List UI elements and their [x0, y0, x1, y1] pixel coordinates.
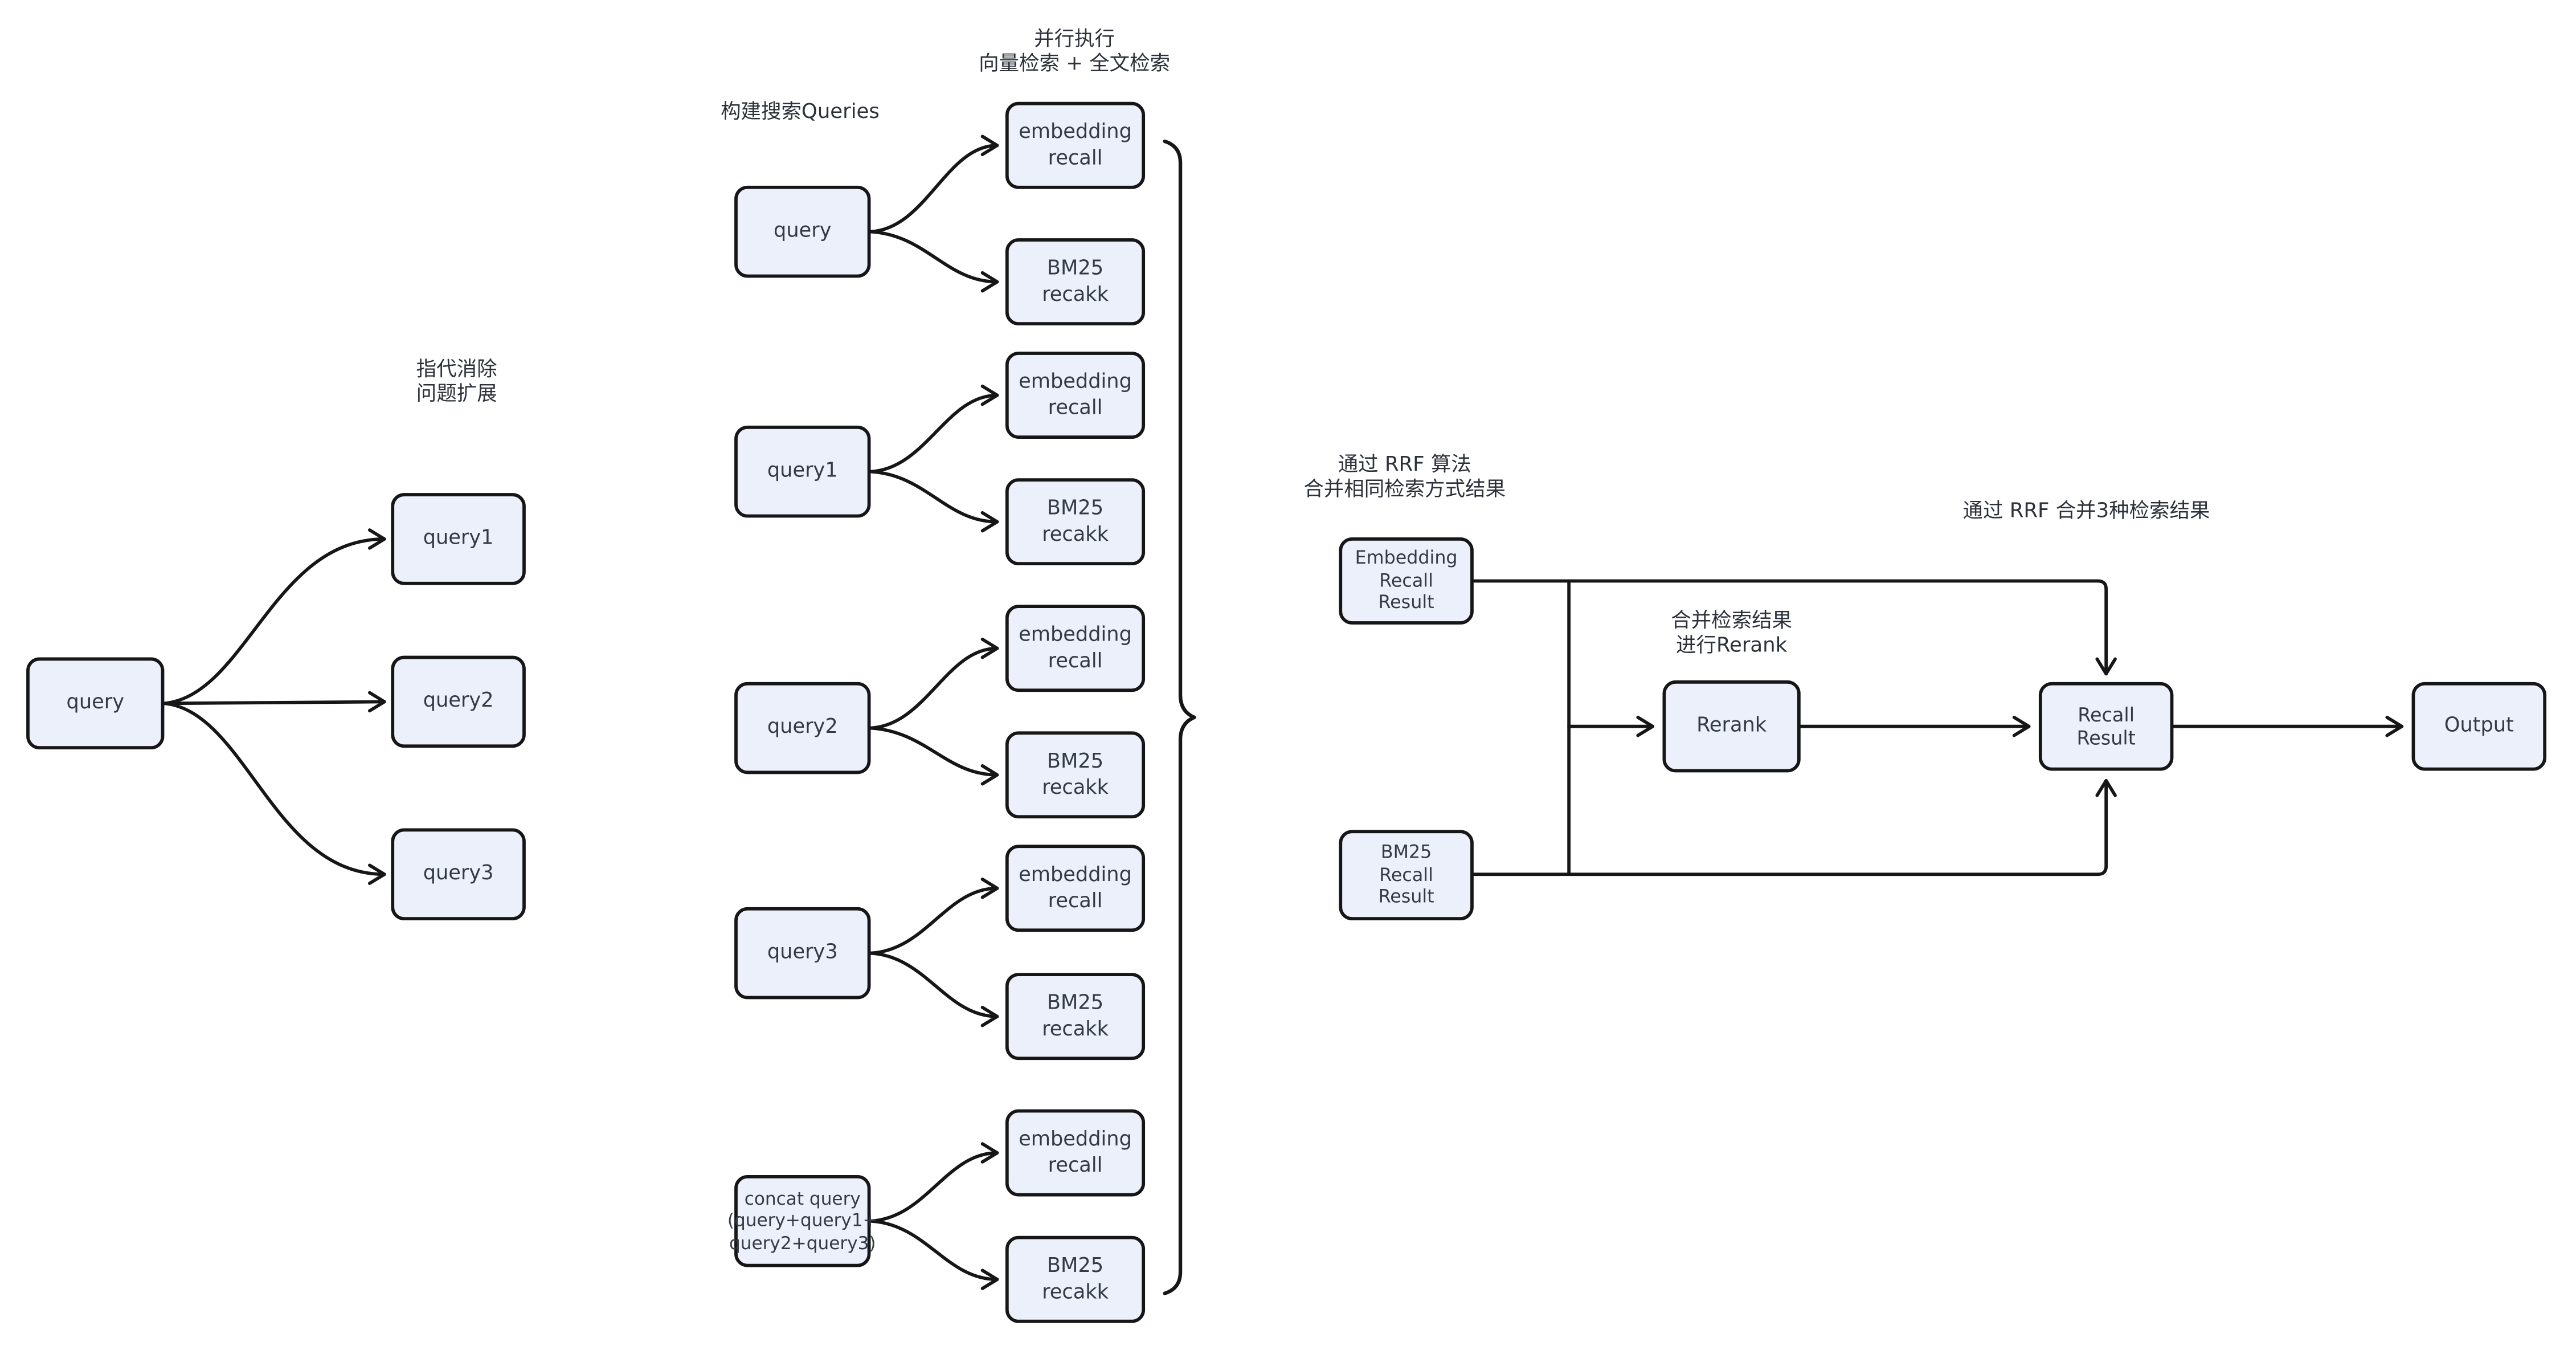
node-bm25-recall-2: BM25 recakk [1005, 478, 1146, 566]
parallel-exec-label: 并行执行 向量检索 + 全文检索 [979, 27, 1171, 74]
edge-query-to-query3 [162, 702, 386, 885]
node-recall-result: Recall Result [2038, 682, 2174, 771]
edge-query-to-query1 [162, 528, 386, 705]
edge-midquery1-to-embedding2 [869, 384, 999, 474]
node-left-query1: query1 [391, 493, 526, 585]
node-bm25-recall-4: BM25 recakk [1005, 973, 1146, 1061]
edge-midquery3-to-embedding4 [869, 878, 999, 955]
coref-expand-label: 指代消除 问题扩展 [416, 357, 497, 405]
edge-midquery1-to-bm25-2 [869, 470, 999, 533]
edge-bm25res-to-recallresult [1471, 778, 2117, 876]
edge-embres-to-recallresult [1471, 579, 2117, 676]
node-embedding-recall-1: embedding recall [1005, 101, 1146, 189]
node-embedding-recall-2: embedding recall [1005, 352, 1146, 439]
node-embedding-recall-result: Embedding Recall Result [1339, 537, 1474, 625]
node-bm25-recall-5: BM25 recakk [1005, 1235, 1146, 1323]
node-mid-query1: query1 [734, 425, 871, 518]
edge-midquery2-to-embedding3 [869, 637, 999, 730]
node-bm25-recall-result: BM25 Recall Result [1339, 830, 1474, 920]
node-rerank: Rerank [1662, 680, 1801, 773]
node-mid-query3: query3 [734, 907, 871, 1000]
edge-group [162, 134, 2404, 1290]
node-mid-query: query [734, 185, 871, 278]
node-bm25-recall-3: BM25 recakk [1005, 731, 1146, 819]
edge-concat-to-embedding5 [869, 1142, 999, 1223]
rrf-merge-same-label: 通过 RRF 算法 合并相同检索方式结果 [1303, 452, 1506, 500]
edge-midquery3-to-bm25-4 [869, 951, 999, 1027]
edge-query-to-query2 [162, 691, 386, 713]
node-embedding-recall-3: embedding recall [1005, 605, 1146, 692]
node-output: Output [2411, 682, 2547, 771]
node-bm25-recall-1: BM25 recakk [1005, 238, 1146, 326]
node-left-query3: query3 [391, 828, 526, 920]
node-left-query: query [26, 657, 165, 750]
node-mid-query2: query2 [734, 682, 871, 774]
edge-concat-to-bm25-5 [869, 1219, 999, 1290]
edge-midquery-to-embedding1 [869, 134, 999, 234]
build-queries-label: 构建搜索Queries [721, 100, 880, 123]
edge-midquery2-to-bm25-3 [869, 726, 999, 786]
rrf-merge-3-label: 通过 RRF 合并3种检索结果 [1962, 499, 2210, 523]
curly-brace-icon [1163, 139, 1196, 1295]
node-embedding-recall-5: embedding recall [1005, 1109, 1146, 1197]
merge-rerank-label: 合并检索结果 进行Rerank [1671, 609, 1793, 656]
edge-midquery-to-bm25-1 [869, 230, 999, 293]
node-concat-query: concat query (query+query1+ query2+query… [727, 1174, 878, 1267]
node-left-query2: query2 [391, 655, 526, 748]
node-embedding-recall-4: embedding recall [1005, 845, 1146, 932]
